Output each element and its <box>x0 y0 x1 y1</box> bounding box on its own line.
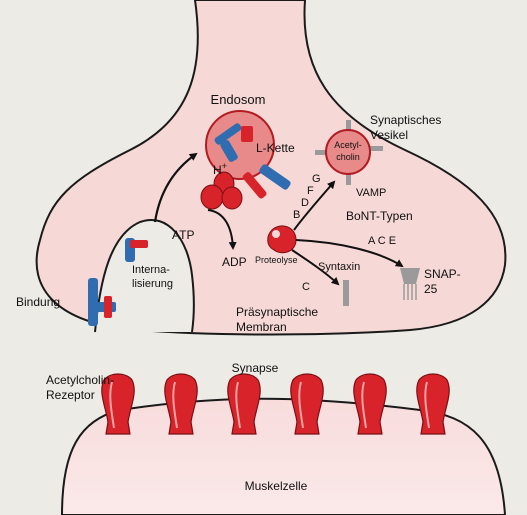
label-h-plus: H+ <box>213 161 227 177</box>
label-b: B <box>293 209 300 221</box>
label-f: F <box>307 185 314 197</box>
label-rezeptor-1: Acetylcholin- <box>46 373 114 387</box>
label-syntaxin: Syntaxin <box>318 261 360 273</box>
proteolysis-enzyme <box>267 225 297 254</box>
label-g: G <box>312 173 321 185</box>
label-bindung: Bindung <box>16 295 60 309</box>
label-endosom: Endosom <box>211 92 266 107</box>
label-rezeptor-2: Rezeptor <box>46 388 95 402</box>
label-c: C <box>302 281 310 293</box>
label-cholin: cholin <box>336 152 360 162</box>
receptor-highlight <box>235 381 241 429</box>
label-proteolyse: Proteolyse <box>255 255 298 265</box>
label-synaptisches-2: Vesikel <box>370 128 408 142</box>
label-ace: A C E <box>368 235 396 247</box>
label-synaptisches-1: Synaptisches <box>370 113 441 127</box>
endosome <box>205 110 275 180</box>
pocket-toxin <box>125 238 148 262</box>
label-bont-typen: BoNT-Typen <box>346 209 413 223</box>
proton-pump <box>200 171 243 210</box>
synaptic-vesicle <box>315 120 383 185</box>
label-acetyl: Acetyl- <box>334 140 362 150</box>
label-internalisierung-1: Interna- <box>132 264 170 276</box>
receptor-highlight <box>361 381 367 429</box>
label-synapse: Synapse <box>232 361 279 375</box>
internalization-pocket <box>94 219 195 333</box>
receptor-row <box>101 373 450 435</box>
label-adp: ADP <box>222 255 247 269</box>
label-vamp: VAMP <box>356 187 386 199</box>
syntaxin-protein <box>343 280 349 306</box>
label-muskelzelle: Muskelzelle <box>245 479 308 493</box>
arrow-to-syntaxin <box>291 249 340 286</box>
label-d: D <box>301 197 309 209</box>
arrow-atp-adp <box>207 209 237 250</box>
arrow-to-snap25 <box>295 239 404 268</box>
label-internalisierung-2: lisierung <box>132 278 173 290</box>
label-praesynaptische-1: Präsynaptische <box>236 305 318 319</box>
label-atp: ATP <box>172 228 194 242</box>
snap25-protein <box>400 268 420 300</box>
receptor-highlight <box>172 381 178 429</box>
endosome-toxin-blue <box>214 123 242 162</box>
proteolysis-notch <box>272 230 280 238</box>
label-praesynaptische-2: Membran <box>236 320 287 334</box>
binding-toxin <box>88 278 116 326</box>
receptor-highlight <box>298 381 304 429</box>
arrow-internalization-to-endosome <box>153 152 198 223</box>
arrow-to-vamp <box>293 180 336 231</box>
label-snap-1: SNAP- <box>424 267 461 281</box>
vesicle-light-chain <box>242 164 291 199</box>
label-l-kette: L-Kette <box>256 141 295 155</box>
receptor-highlight <box>109 381 115 429</box>
label-snap-2: 25 <box>424 282 438 296</box>
receptor-highlight <box>424 381 430 429</box>
endosome-light-chain <box>241 126 253 142</box>
